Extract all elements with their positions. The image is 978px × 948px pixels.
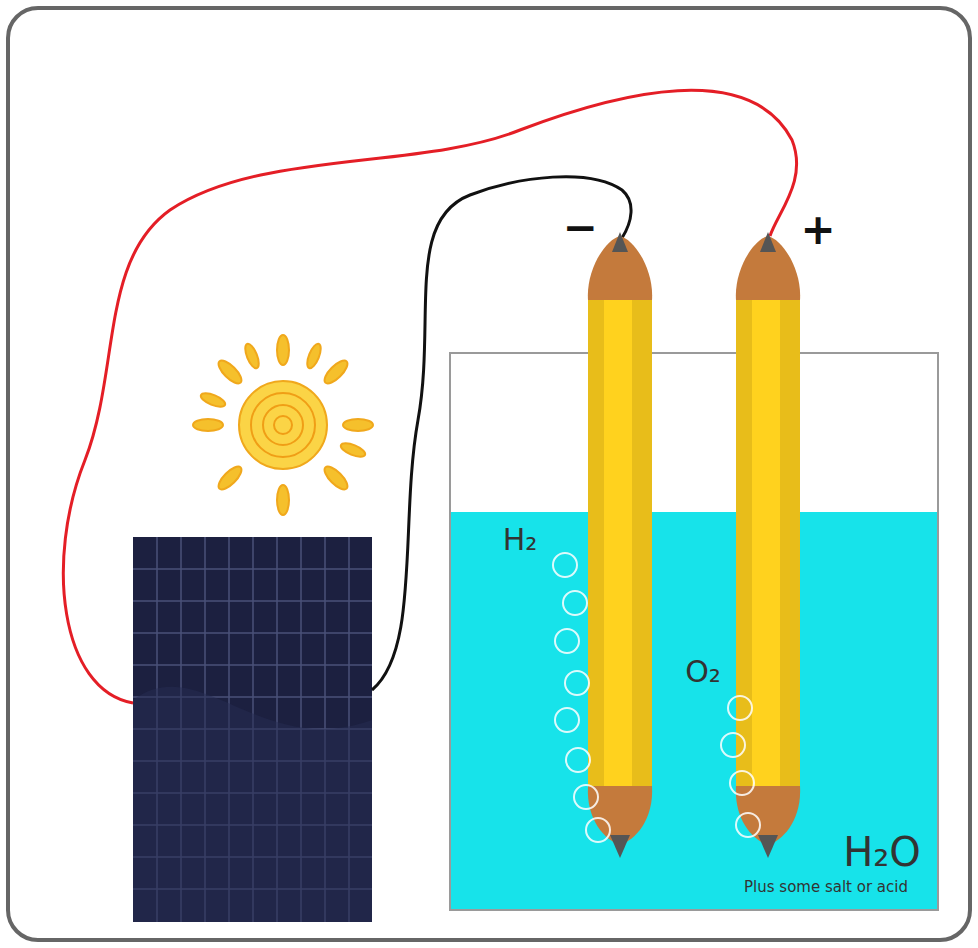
beaker — [450, 353, 938, 910]
polarity-sign: + — [800, 209, 835, 251]
gas-bubbles — [553, 553, 760, 842]
pencil-electrode — [588, 232, 652, 858]
red-wire — [63, 90, 796, 703]
sun — [193, 335, 373, 515]
water — [451, 512, 937, 909]
note: Plus some salt or acid — [744, 880, 908, 895]
polarity-sign: − — [562, 207, 597, 249]
frame — [8, 8, 970, 940]
pencil-electrode — [736, 232, 800, 858]
gas-label: H₂ — [503, 525, 538, 555]
gas-label: O₂ — [685, 657, 721, 687]
solar-panel — [133, 537, 372, 922]
liquid-label: H₂O — [843, 832, 921, 872]
